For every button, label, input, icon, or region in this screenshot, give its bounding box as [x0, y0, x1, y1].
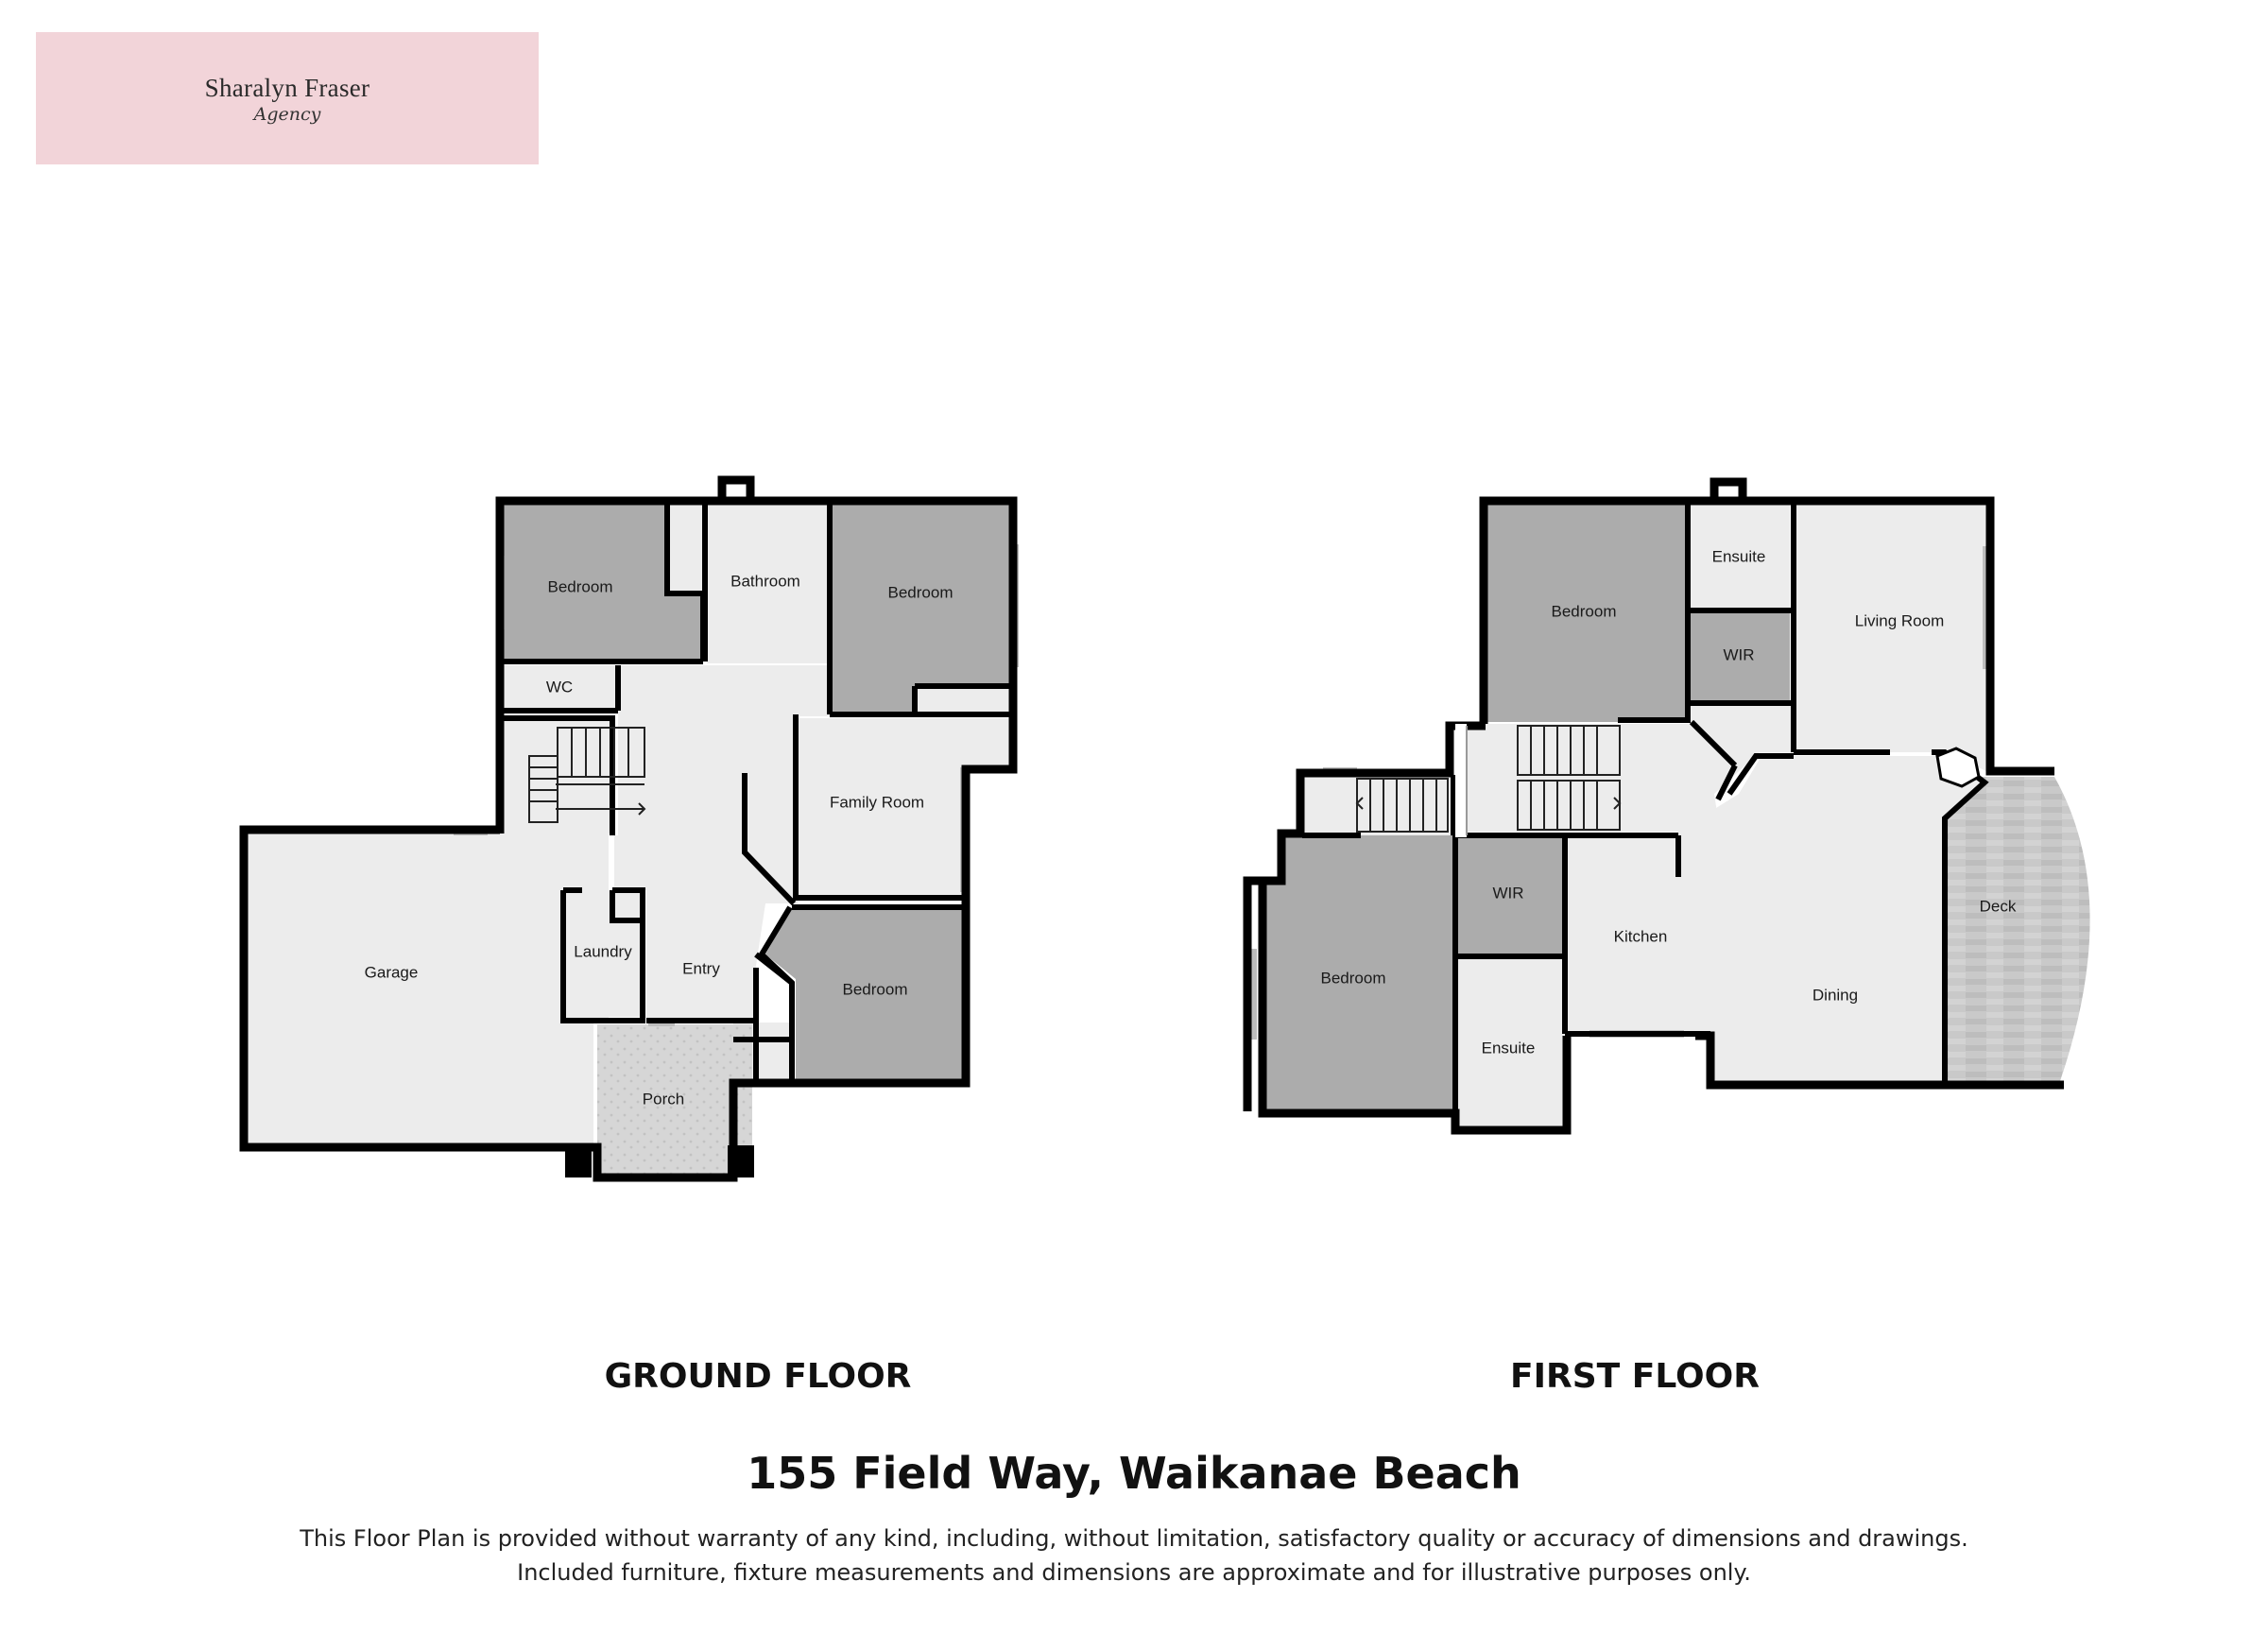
- gf-label-bedroom-3: Bedroom: [843, 980, 908, 998]
- disclaimer-line-1: This Floor Plan is provided without warr…: [300, 1525, 1968, 1552]
- ff-label-kitchen: Kitchen: [1614, 927, 1668, 945]
- gf-label-laundry: Laundry: [574, 942, 632, 960]
- property-address: 155 Field Way, Waikanae Beach: [747, 1448, 1521, 1499]
- ff-room-wir-2: [1457, 837, 1563, 954]
- gf-label-porch: Porch: [643, 1090, 684, 1108]
- ground-floor-title: GROUND FLOOR: [604, 1357, 912, 1396]
- gf-room-bathroom: [707, 505, 830, 663]
- gf-label-bedroom-1: Bedroom: [548, 577, 613, 595]
- gf-label-bathroom: Bathroom: [730, 572, 800, 590]
- gf-room-garage: [246, 834, 609, 1147]
- gf-stairs: [528, 727, 646, 823]
- first-floor-plan: Bedroom Ensuite WIR Living Room WIR Kitc…: [1243, 477, 2090, 1135]
- ff-room-living-room: [1794, 505, 1986, 771]
- gf-label-family-room: Family Room: [830, 793, 924, 811]
- gf-room-bedroom-3: [765, 907, 964, 1079]
- ff-room-ensuite-1: [1690, 505, 1790, 609]
- ff-room-stair-landing: [1304, 775, 1455, 835]
- gf-label-entry: Entry: [682, 959, 720, 977]
- ff-label-bedroom-2: Bedroom: [1321, 969, 1386, 987]
- gf-room-storage: [915, 686, 1011, 714]
- ff-label-wir-2: WIR: [1492, 884, 1523, 902]
- gf-walls-interior: [500, 505, 1011, 1083]
- gf-room-wc: [499, 665, 618, 709]
- gf-room-stairs: [499, 716, 610, 834]
- ff-walls-exterior: [1243, 477, 2064, 1135]
- ff-fireplace: [1935, 747, 1981, 788]
- gf-pillar-left: [565, 1145, 592, 1177]
- first-floor-title: FIRST FLOOR: [1510, 1357, 1760, 1396]
- gf-room-family-room: [798, 718, 1011, 898]
- ff-stair-wall: [1455, 724, 1467, 837]
- ff-label-ensuite-1: Ensuite: [1712, 547, 1766, 565]
- gf-room-closet: [667, 505, 703, 592]
- gf-label-garage: Garage: [365, 963, 419, 981]
- ff-label-dining: Dining: [1813, 986, 1858, 1004]
- ff-label-deck: Deck: [1980, 897, 2017, 915]
- gf-label-wc: WC: [546, 678, 573, 696]
- gf-pillar-right: [728, 1145, 754, 1177]
- agency-logo: Sharalyn Fraser Agency: [36, 32, 539, 164]
- gf-room-laundry: [563, 890, 643, 1017]
- logo-name: Sharalyn Fraser: [204, 74, 370, 102]
- gf-room-porch[interactable]: [597, 1024, 752, 1177]
- ff-label-ensuite-2: Ensuite: [1482, 1039, 1536, 1057]
- ff-room-wir-1: [1690, 612, 1790, 703]
- gf-label-bedroom-2: Bedroom: [888, 583, 954, 601]
- ff-stairs: [1355, 725, 1622, 833]
- logo-script: Agency: [253, 104, 321, 125]
- ground-floor-plan: Bedroom Bathroom Bedroom WC Family Room …: [239, 475, 1019, 1182]
- ff-label-wir-1: WIR: [1723, 645, 1754, 663]
- ff-label-living-room: Living Room: [1855, 611, 1945, 629]
- disclaimer-line-2: Included furniture, fixture measurements…: [517, 1559, 1751, 1586]
- ff-room-bedroom-1: [1484, 505, 1688, 722]
- ff-room-ensuite-2: [1457, 958, 1563, 1126]
- ff-room-deck[interactable]: [1943, 777, 2090, 1081]
- ff-walls-interior: [1297, 505, 1989, 1113]
- ff-room-bedroom-2: [1266, 835, 1453, 1109]
- gf-room-bedroom-2: [832, 505, 1011, 714]
- ff-label-bedroom-1: Bedroom: [1552, 602, 1617, 620]
- gf-walls-exterior: [239, 475, 1018, 1182]
- gf-room-hall: [614, 665, 832, 1021]
